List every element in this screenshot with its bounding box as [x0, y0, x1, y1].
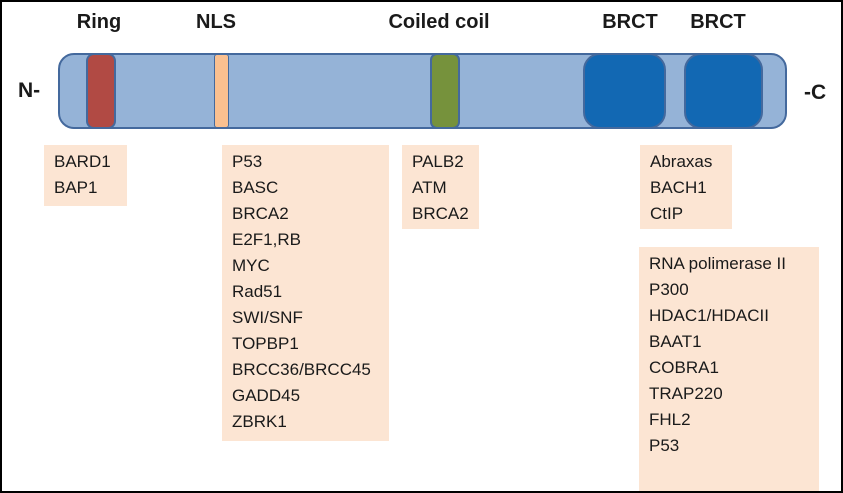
- protein-name: TRAP220: [649, 384, 723, 403]
- domain-brct-1: [583, 53, 666, 129]
- protein-backbone-bar: [58, 53, 787, 129]
- protein-name: RNA polimerase II: [649, 254, 786, 273]
- protein-name: E2F1,RB: [232, 230, 301, 249]
- n-terminus-label: N-: [18, 79, 41, 102]
- protein-name: SWI/SNF: [232, 308, 303, 327]
- protein-name: BARD1: [54, 152, 111, 171]
- protein-name: P53: [649, 436, 680, 455]
- domain-brct-2: [684, 53, 763, 129]
- protein-name: BACH1: [650, 178, 707, 197]
- domain-coiled-coil: [430, 53, 460, 129]
- domain-label-brct-2: BRCT: [690, 11, 746, 33]
- protein-name: BASC: [232, 178, 279, 197]
- domain-ring: [86, 53, 116, 129]
- protein-name: BRCA2: [232, 204, 289, 223]
- protein-name: FHL2: [649, 410, 691, 429]
- protein-name: HDAC1/HDACII: [649, 306, 769, 325]
- protein-name: ATM: [412, 178, 447, 197]
- protein-name: GADD45: [232, 386, 301, 405]
- protein-name: PALB2: [412, 152, 464, 171]
- c-terminus-label: -C: [804, 81, 827, 104]
- protein-name: BRCC36/BRCC45: [232, 360, 371, 379]
- domain-label-ring: Ring: [76, 11, 122, 33]
- protein-name: TOPBP1: [232, 334, 299, 353]
- protein-name: COBRA1: [649, 358, 719, 377]
- protein-name: BRCA2: [412, 204, 469, 223]
- protein-name: BAAT1: [649, 332, 702, 351]
- protein-name: BAP1: [54, 178, 98, 197]
- protein-name: Abraxas: [650, 152, 713, 171]
- domain-label-coiled-coil: Coiled coil: [388, 11, 490, 33]
- domain-nls: [214, 54, 229, 128]
- protein-name: MYC: [232, 256, 270, 275]
- protein-name: P53: [232, 152, 263, 171]
- protein-name: ZBRK1: [232, 412, 287, 431]
- protein-name: Rad51: [232, 282, 283, 301]
- protein-name: CtIP: [650, 204, 684, 223]
- domain-label-nls: NLS: [196, 11, 236, 33]
- domain-label-brct-1: BRCT: [602, 11, 658, 33]
- protein-name: P300: [649, 280, 689, 299]
